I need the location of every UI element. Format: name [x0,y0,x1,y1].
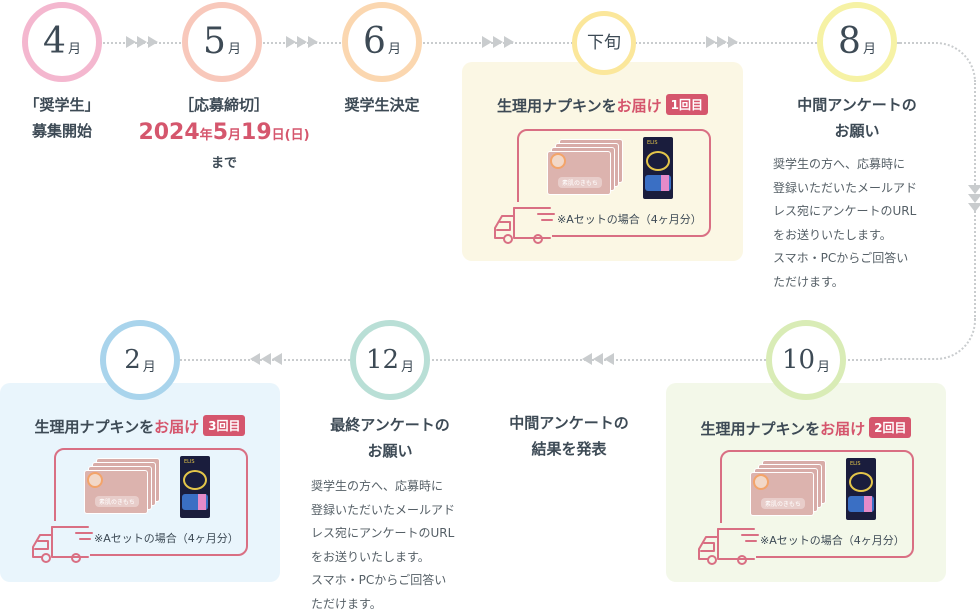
step-december-title: 最終アンケートの お願い [330,416,450,460]
triple-arrow-right-icon [706,36,738,48]
step-april-label: 「奨学生」 募集開始 [24,96,100,140]
step-december-description: 奨学生の方へ、応募時に登録いただいたメールアドレス宛にアンケートのURL をお送… [311,479,456,611]
triple-arrow-left-icon [582,353,614,365]
month-unit: 月 [227,41,241,57]
triple-arrow-left-icon [250,353,282,365]
product-box: 素肌のきもち ELIS ※Aセットの場合（4ヶ月分） [517,129,711,237]
product-image-night-pack: ELIS [180,456,210,518]
month-number: 4 [43,21,66,62]
triple-arrow-down-icon [968,185,980,212]
month-number: 10 [781,345,816,375]
month-unit: 月 [142,359,156,375]
period-label: 下旬 [587,32,621,53]
deadline-date: 2024年5月19日(日) [138,120,310,145]
delivery-note: ※Aセットの場合（4ヶ月分） [557,213,702,226]
delivery-count-badge: 1回目 [665,94,708,115]
truck-icon [494,207,555,244]
month-unit: 月 [401,359,415,375]
month-number: 5 [203,21,226,62]
step-late-june-circle: 下旬 [572,11,636,75]
product-box: 素肌のきもち ELIS ※Aセットの場合（4ヶ月分） [720,450,914,558]
step-august-title: 中間アンケートの お願い [797,96,917,140]
month-number: 2 [124,345,141,375]
interim-result-label: 中間アンケートの 結果を発表 [509,414,629,458]
month-unit: 月 [67,41,81,57]
delivery-note: ※Aセットの場合（4ヶ月分） [760,534,905,547]
month-number: 6 [363,21,386,62]
product-image-pink-pack: 素肌のきもち [547,139,627,195]
triple-arrow-right-icon [286,36,318,48]
product-image-night-pack: ELIS [643,137,673,199]
product-image-night-pack: ELIS [846,458,876,520]
month-unit: 月 [387,41,401,57]
product-box: 素肌のきもち ELIS ※Aセットの場合（4ヶ月分） [54,448,248,556]
month-unit: 月 [862,41,876,57]
delivery-count-badge: 2回目 [869,417,912,438]
truck-icon [32,526,93,563]
month-number: 12 [365,345,400,375]
triple-arrow-right-icon [482,36,514,48]
month-number: 8 [838,21,861,62]
connector-corner-bottom-right [880,318,976,360]
triple-arrow-right-icon [126,36,158,48]
truck-icon [698,528,759,565]
month-unit: 月 [817,359,831,375]
product-image-pink-pack: 素肌のきもち [84,458,164,514]
step-august-description: 奨学生の方へ、応募時に登録いただいたメールアドレス宛にアンケートのURL をお送… [773,157,918,289]
connector-bottom [140,359,882,361]
step-june-label: 奨学生決定 [344,96,420,114]
step-may-label: ［応募締切］ 2024年5月19日(日) まで [124,92,324,177]
product-image-pink-pack: 素肌のきもち [750,460,830,516]
delivery-note: ※Aセットの場合（4ヶ月分） [94,532,239,545]
delivery-count-badge: 3回目 [203,415,246,436]
